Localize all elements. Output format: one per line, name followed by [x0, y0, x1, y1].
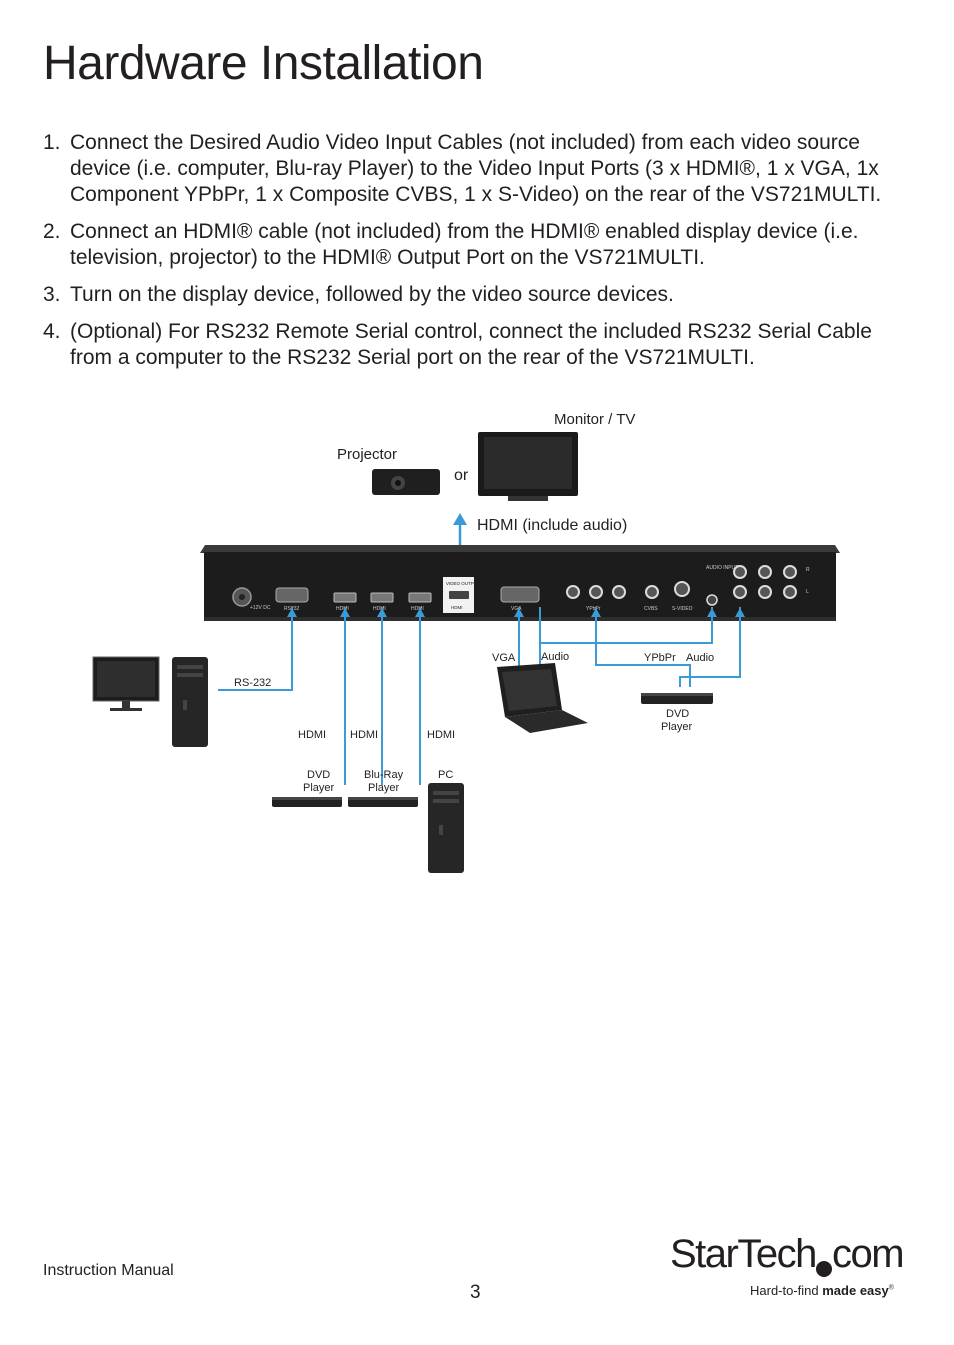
- hdmi-in-2-label: HDMI: [373, 606, 386, 612]
- vga-port-label: VGA: [511, 606, 522, 612]
- bluray-label-1: Blu-Ray: [364, 769, 404, 781]
- dvd2-label-1: DVD: [666, 708, 689, 720]
- hdmi-in-1-label: HDMI: [336, 606, 349, 612]
- monitor-icon: [92, 656, 160, 711]
- hdmi-in-3-label: HDMI: [411, 606, 424, 612]
- or-label: or: [454, 467, 469, 484]
- arrow-up-icon: [287, 608, 297, 617]
- step-text: Turn on the display device, followed by …: [70, 283, 674, 306]
- arrow-up-icon: [735, 608, 745, 617]
- tagline-bold: made easy: [822, 1283, 889, 1298]
- logo-tagline: Hard-to-find made easy®: [750, 1283, 894, 1298]
- arrow-up-icon: [591, 608, 601, 617]
- footer-manual-label: Instruction Manual: [43, 1262, 174, 1279]
- logo-dot-icon: [816, 1261, 832, 1277]
- logo-com: com: [832, 1232, 905, 1276]
- step-2: 2. Connect an HDMI® cable (not included)…: [43, 219, 913, 271]
- hdmi-label-1: HDMI: [298, 729, 326, 741]
- pc-tower-icon: [428, 783, 464, 873]
- step-number: 3.: [43, 283, 61, 306]
- ypbpr-label: YPbPr: [644, 652, 676, 664]
- tagline-plain: Hard-to-find: [750, 1283, 823, 1298]
- laptop-icon: [497, 663, 588, 733]
- step-text: (Optional) For RS232 Remote Serial contr…: [70, 320, 872, 369]
- step-1: 1. Connect the Desired Audio Video Input…: [43, 130, 913, 208]
- ypbpr-port-label: YPbPr: [586, 606, 601, 612]
- audio-input-label: AUDIO INPUT: [706, 565, 738, 571]
- startech-logo: StarTech com Hard-to-find made easy®: [670, 1232, 910, 1302]
- arrow-up-icon: [514, 608, 524, 617]
- video-output-label: VIDEO OUTPUT: [446, 581, 480, 586]
- logo-wordmark: StarTech: [670, 1232, 817, 1276]
- computer-tower-icon: [172, 657, 208, 747]
- hdmi-label-2: HDMI: [350, 729, 378, 741]
- audio-l-label: L: [806, 589, 809, 595]
- page-number: 3: [470, 1282, 481, 1303]
- step-number: 2.: [43, 220, 61, 243]
- hdmi-label-3: HDMI: [427, 729, 455, 741]
- bluray-label-2: Player: [368, 782, 400, 794]
- dvd2-label-2: Player: [661, 721, 693, 733]
- arrow-up-icon: [415, 608, 425, 617]
- cvbs-port-label: CVBS: [644, 606, 658, 612]
- svideo-port-label: S-VIDEO: [672, 606, 693, 612]
- rs232-label: RS-232: [234, 677, 271, 689]
- audio-r-label: R: [806, 567, 810, 573]
- pc-label: PC: [438, 769, 453, 781]
- audio-label: Audio: [541, 651, 569, 663]
- bluray-player-icon: [348, 797, 418, 807]
- arrow-up-icon: [453, 513, 467, 525]
- connection-diagram: Monitor / TV Projector or HDMI (include …: [92, 411, 840, 873]
- projector-icon: [372, 469, 440, 495]
- dvd-label-2: Player: [303, 782, 335, 794]
- step-text: Connect an HDMI® cable (not included) fr…: [70, 220, 859, 269]
- hdmi-output-label: HDMI (include audio): [477, 517, 627, 534]
- vga-label: VGA: [492, 652, 516, 664]
- hdmi-out-port-label: HDMI: [451, 605, 463, 610]
- step-3: 3. Turn on the display device, followed …: [43, 282, 913, 308]
- input-cables: [218, 607, 741, 785]
- audio-label-2: Audio: [686, 652, 714, 664]
- dvd-label-1: DVD: [307, 769, 330, 781]
- step-4: 4. (Optional) For RS232 Remote Serial co…: [43, 319, 913, 371]
- dc-label: +12V DC: [250, 605, 271, 611]
- step-number: 4.: [43, 320, 61, 343]
- installation-steps: 1. Connect the Desired Audio Video Input…: [43, 130, 913, 382]
- arrow-up-icon: [340, 608, 350, 617]
- registered-mark: ®: [888, 1284, 894, 1292]
- arrow-up-icon: [707, 608, 717, 617]
- dvd-player-icon: [641, 693, 713, 704]
- projector-label: Projector: [337, 446, 397, 463]
- page-title: Hardware Installation: [43, 37, 484, 90]
- step-number: 1.: [43, 131, 61, 154]
- dvd-player-icon: [272, 797, 342, 807]
- monitor-label: Monitor / TV: [554, 411, 635, 428]
- arrow-up-icon: [377, 608, 387, 617]
- tv-icon: [478, 432, 578, 501]
- step-text: Connect the Desired Audio Video Input Ca…: [70, 131, 882, 206]
